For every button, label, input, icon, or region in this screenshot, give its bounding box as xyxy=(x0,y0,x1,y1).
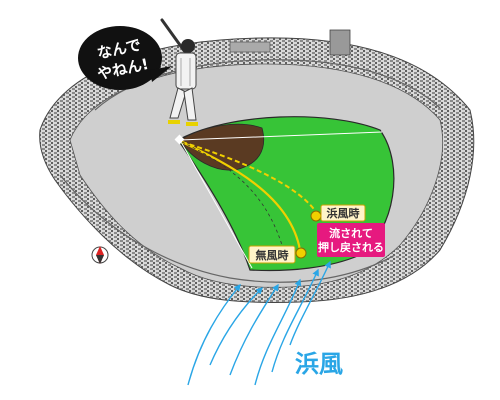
label-pushed-back-line1: 流されて xyxy=(329,226,373,240)
label-no-wind-text: 無風時 xyxy=(256,248,289,262)
label-pushed-back-line2: 押し戻される xyxy=(318,240,384,254)
label-hama-wind: 浜風時 xyxy=(320,204,366,222)
wind-arrows xyxy=(187,260,331,386)
wind-name-label: 浜風 xyxy=(295,350,343,378)
batter-figure xyxy=(160,18,198,126)
speech-bubble: なんで やねん! xyxy=(78,26,172,90)
ball-marker-hama xyxy=(310,210,322,222)
label-hama-wind-text: 浜風時 xyxy=(327,206,360,220)
label-pushed-back: 流されて 押し戻される xyxy=(317,223,385,257)
compass-icon xyxy=(91,246,109,264)
ball-trajectories xyxy=(181,141,319,256)
ball-marker-nowind xyxy=(295,247,307,259)
label-no-wind: 無風時 xyxy=(248,245,296,264)
